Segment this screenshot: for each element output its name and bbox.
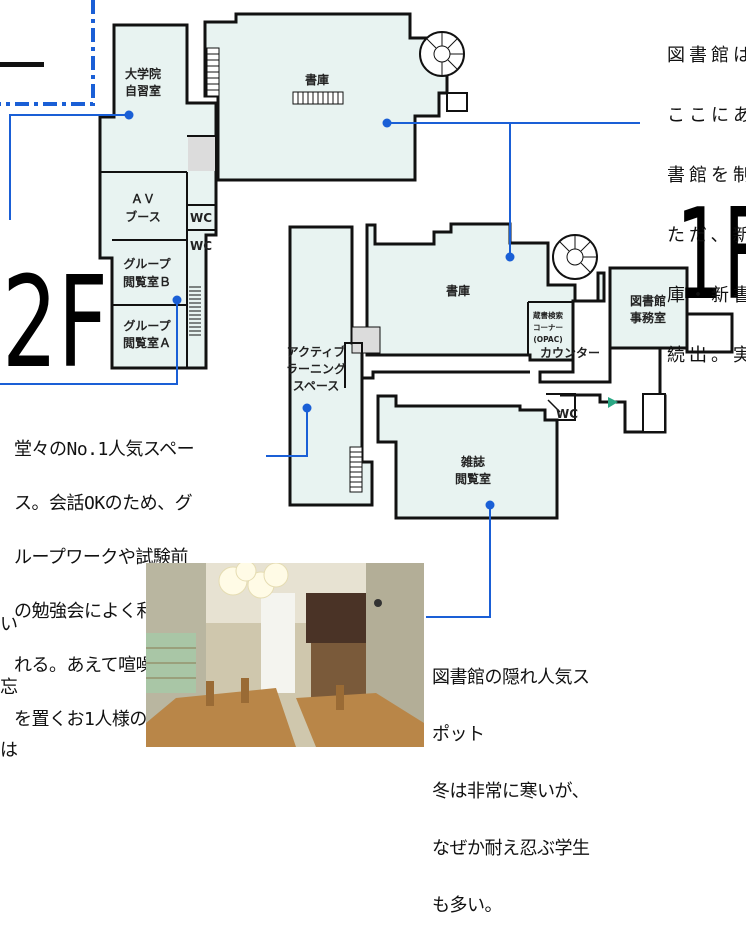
note-left-partial: い 忘 は bbox=[0, 572, 21, 782]
room-grad-study-line2: 自習室 bbox=[125, 83, 161, 98]
stairs-1f bbox=[349, 446, 363, 493]
note-stacks-partial: 図書館は ここにあ 書館を制 ただ、新 庫・新書 続出。実 bbox=[667, 6, 746, 386]
note-stacks-line: ここにあ bbox=[667, 105, 746, 126]
note-active-line: の勉強会によく利用さ bbox=[14, 601, 190, 622]
room-wc1: WC bbox=[190, 211, 212, 225]
note-magazine-line: ポット bbox=[432, 724, 485, 745]
room-opac-line1: 蔵書検索 bbox=[533, 310, 563, 320]
room-av-line2: ブース bbox=[125, 209, 160, 224]
floor-label-1f: 1F bbox=[676, 181, 746, 328]
note-left-line: は bbox=[0, 740, 18, 761]
note-stacks-line: ただ、新 bbox=[667, 225, 746, 246]
room-group-a-line1: グループ bbox=[123, 318, 171, 333]
room-group-b-line2: 閲覧室Ｂ bbox=[123, 274, 171, 289]
floor-label-2f: 2F bbox=[2, 249, 108, 396]
building-1f-active bbox=[288, 225, 381, 507]
note-stacks-line: 続出。実 bbox=[667, 345, 746, 366]
location-dots bbox=[124, 110, 515, 510]
room-wc2: WC bbox=[190, 239, 212, 253]
room-counter: カウンター bbox=[540, 346, 600, 360]
library-floor-plan: 大学院 自習室 ＡＶ ブース WC WC グループ 閲覧室Ｂ グループ 閲覧室Ａ… bbox=[0, 0, 746, 618]
room-active-line1: アクティブ bbox=[287, 344, 346, 359]
magazine-room-photo bbox=[146, 563, 424, 747]
note-left-line: い bbox=[0, 614, 18, 635]
building-1f-corridor bbox=[353, 346, 667, 434]
green-arrow-icon bbox=[608, 397, 618, 408]
building-1f-magazine bbox=[376, 393, 576, 520]
building-1f-office bbox=[608, 266, 734, 354]
room-magazine-line2: 閲覧室 bbox=[455, 471, 491, 486]
note-magazine-line: なぜか耐え忍ぶ学生 bbox=[432, 838, 590, 859]
note-stacks-line: 図書館は bbox=[667, 45, 746, 66]
building-1f-stacks bbox=[365, 222, 606, 362]
route-dashed-line bbox=[0, 0, 95, 106]
room-opac-line3: (OPAC) bbox=[533, 335, 562, 344]
room-magazine-line1: 雑誌 bbox=[460, 454, 485, 469]
bookshelf-icon bbox=[292, 91, 344, 105]
room-wc-1f: WC bbox=[556, 407, 578, 421]
stairs-2f-left bbox=[189, 286, 201, 336]
room-office-line1: 図書館 bbox=[630, 293, 666, 308]
room-grad-study-line1: 大学院 bbox=[125, 66, 161, 81]
room-active-line2: ラーニング bbox=[286, 361, 346, 376]
building-2f-stacks bbox=[203, 12, 468, 182]
room-active-line3: スペース bbox=[293, 379, 340, 393]
note-magazine-line: 図書館の隠れ人気ス bbox=[432, 667, 590, 688]
lamp-icon bbox=[218, 563, 289, 599]
note-stacks-line: 庫・新書 bbox=[667, 285, 746, 306]
room-group-a-line2: 閲覧室Ａ bbox=[123, 335, 171, 350]
note-stacks-line: 書館を制 bbox=[667, 165, 746, 186]
note-active-line: ス。会話OKのため、グ bbox=[14, 493, 193, 514]
note-active-line: れる。あえて喧噪に身 bbox=[14, 655, 189, 676]
room-group-b-line1: グループ bbox=[123, 256, 171, 271]
note-left-line: 忘 bbox=[0, 677, 18, 698]
note-magazine-line: も多い。 bbox=[432, 895, 502, 916]
note-magazine-line: 冬は非常に寒いが、 bbox=[432, 781, 590, 802]
room-av-line1: ＡＶ bbox=[131, 192, 155, 206]
room-stacks-2f: 書庫 bbox=[305, 72, 329, 87]
leader-lines bbox=[0, 114, 640, 618]
note-magazine: 図書館の隠れ人気ス ポット 冬は非常に寒いが、 なぜか耐え忍ぶ学生 も多い。 bbox=[432, 630, 590, 934]
note-active-line: 堂々のNo.1人気スペー bbox=[14, 439, 195, 460]
room-opac-line2: コーナー bbox=[533, 323, 563, 332]
room-stacks-1f: 書庫 bbox=[446, 283, 470, 298]
floor-bar bbox=[0, 62, 44, 67]
note-active-line: ループワークや試験前 bbox=[14, 547, 188, 568]
room-office-line2: 事務室 bbox=[630, 310, 666, 325]
